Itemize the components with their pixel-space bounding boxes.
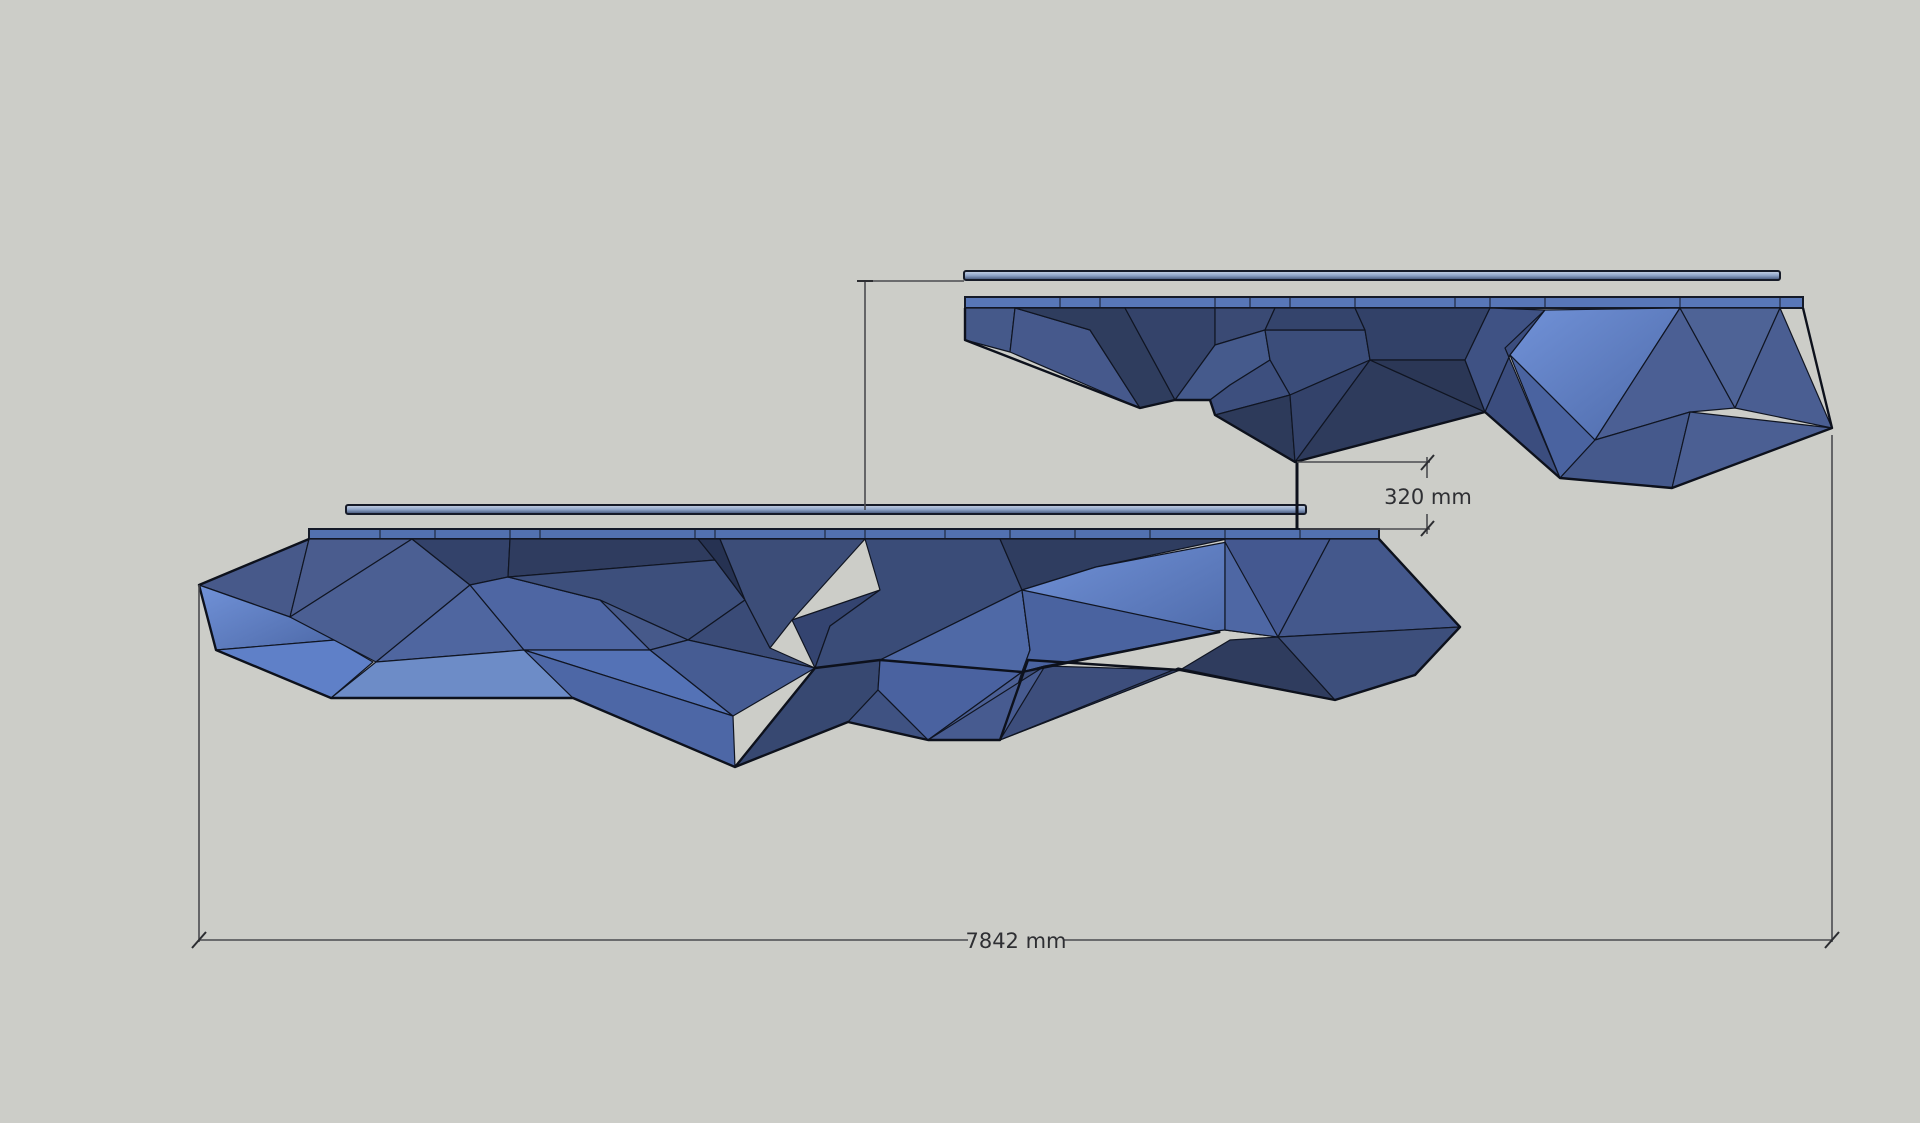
lower-facets: [198, 538, 1461, 768]
dimension-height-leader: [857, 280, 964, 510]
lower-mount-plate: [308, 528, 1380, 540]
lower-inner-fold: [734, 630, 1221, 768]
upper-outline: [963, 307, 1834, 490]
lower-top-rail: [345, 504, 1307, 515]
upper-facets: [964, 307, 1833, 489]
dimension-overall-width[interactable]: 7842 mm: [191, 435, 1840, 953]
dimension-vertical-offset[interactable]: 320 mm: [1297, 454, 1472, 537]
vertical-offset-label: 320 mm: [1384, 485, 1472, 509]
overall-width-label: 7842 mm: [965, 929, 1066, 953]
upper-ceiling-panel[interactable]: [963, 270, 1834, 490]
lower-ceiling-panel[interactable]: [197, 504, 1462, 769]
upper-top-rail: [963, 270, 1781, 281]
upper-mount-plate: [964, 296, 1804, 309]
lower-outline: [197, 537, 1462, 769]
